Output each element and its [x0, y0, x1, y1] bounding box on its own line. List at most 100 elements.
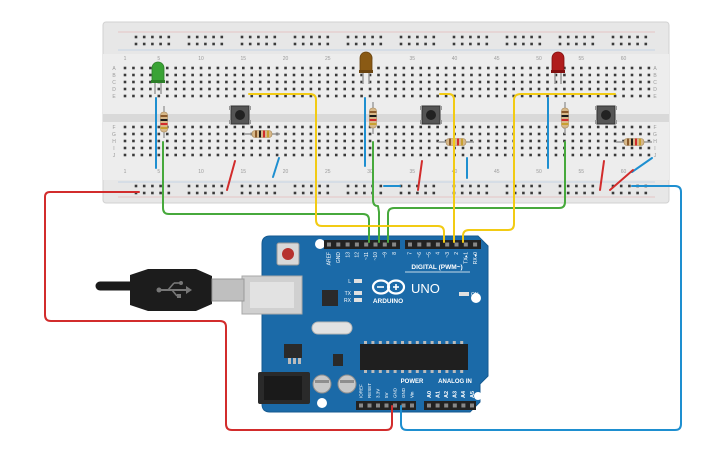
breadboard-hole [427, 66, 431, 70]
header-pin[interactable] [376, 403, 380, 408]
dc-power-jack-inner [264, 376, 302, 400]
breadboard-hole [149, 94, 152, 98]
breadboard-hole [529, 66, 532, 70]
header-pin[interactable] [408, 242, 412, 247]
wire-green-led2[interactable] [372, 141, 381, 243]
arduino-logo-text: ARDUINO [373, 298, 403, 305]
breadboard-hole [588, 146, 592, 150]
breadboard-hole [318, 80, 321, 84]
breadboard-hole [461, 73, 465, 77]
breadboard-hole [167, 184, 171, 188]
wire-red-jumper[interactable] [417, 160, 423, 191]
header-pin[interactable] [373, 242, 378, 247]
header-pin[interactable] [426, 242, 431, 247]
wire-red-jumper[interactable] [609, 169, 634, 191]
header-pin[interactable] [463, 242, 468, 247]
breadboard-hole [354, 42, 358, 46]
header-pin[interactable] [452, 403, 457, 408]
breadboard-hole [326, 35, 330, 39]
breadboard-hole [605, 66, 608, 70]
header-pin[interactable] [445, 242, 450, 247]
header-pin[interactable] [327, 242, 331, 247]
breadboard-hole [407, 191, 411, 195]
pushbutton-1[interactable] [229, 105, 251, 125]
resistor[interactable] [160, 106, 168, 138]
header-pin[interactable] [345, 242, 350, 247]
header-pin[interactable] [401, 403, 406, 408]
header-pin[interactable] [364, 242, 369, 247]
header-pin[interactable] [392, 242, 397, 247]
breadboard-hole [284, 132, 287, 136]
breadboard-hole [436, 125, 439, 129]
chip-pin [415, 370, 419, 373]
breadboard-hole [301, 94, 304, 98]
pin-label: Vin [410, 391, 415, 398]
usb-b-connector-inner [250, 282, 294, 308]
breadboard-hole [461, 146, 465, 150]
led-green[interactable] [151, 61, 165, 94]
header-pin[interactable] [473, 242, 478, 247]
breadboard-hole [199, 87, 203, 91]
breadboard-hole [461, 153, 465, 157]
header-pin[interactable] [435, 242, 440, 247]
wire-yellow-btn1[interactable] [248, 93, 445, 243]
breadboard-hole [478, 125, 482, 129]
breadboard-hole [596, 125, 600, 129]
header-pin[interactable] [354, 242, 359, 247]
header-pin[interactable] [470, 403, 474, 408]
header-pin[interactable] [359, 403, 363, 408]
led-amber[interactable] [359, 51, 373, 84]
header-pin[interactable] [435, 403, 440, 408]
header-pin[interactable] [393, 403, 397, 408]
led-red[interactable] [551, 51, 565, 84]
breadboard[interactable]: 1 5 10 15 20 25 30 35 40 45 50 55 60 151… [102, 21, 670, 204]
breadboard-hole [461, 94, 465, 98]
header-pin[interactable] [454, 242, 459, 247]
breadboard-hole [444, 80, 448, 84]
breadboard-hole [605, 125, 608, 129]
breadboard-hole [292, 66, 296, 70]
breadboard-hole [522, 191, 525, 195]
wire-yellow-btn2[interactable] [439, 93, 455, 243]
header-pin[interactable] [417, 242, 422, 247]
resistor[interactable] [244, 130, 280, 138]
header-pin[interactable] [336, 242, 341, 247]
breadboard-hole [258, 66, 262, 70]
usb-cable[interactable] [95, 269, 245, 311]
resistor[interactable] [616, 138, 652, 146]
wire-red-jumper[interactable] [226, 160, 236, 191]
wire-blue-5v[interactable] [400, 185, 682, 431]
header-pin[interactable] [410, 403, 414, 408]
breadboard-hole [470, 73, 473, 77]
resistor[interactable] [561, 102, 569, 134]
pushbutton-3[interactable] [595, 105, 617, 125]
breadboard-hole [257, 191, 260, 195]
wire-blue-jumper[interactable] [631, 157, 653, 173]
header-pin[interactable] [367, 403, 372, 408]
breadboard-hole [639, 153, 642, 157]
breadboard-hole [571, 153, 575, 157]
header-pin[interactable] [427, 403, 431, 408]
resistor[interactable] [438, 138, 474, 146]
breadboard-hole [647, 87, 651, 91]
breadboard-hole [505, 42, 509, 46]
wire-blue-jumper[interactable] [272, 157, 280, 178]
header-pin[interactable] [382, 242, 387, 247]
header-pin[interactable] [461, 403, 466, 408]
wire-red-jumper[interactable] [599, 160, 605, 191]
wire-green-led1[interactable] [162, 141, 370, 243]
breadboard-hole [258, 87, 262, 91]
breadboard-hole [444, 153, 448, 157]
breadboard-hole [385, 94, 389, 98]
breadboard-hole [132, 87, 135, 91]
breadboard-hole [225, 80, 228, 84]
arduino-uno-board[interactable]: AREF GND 13 12 ~11 ~10 ~9 8 7 ~6 ~5 4 ~3… [241, 235, 489, 413]
header-pin[interactable] [444, 403, 449, 408]
wire-yellow-btn3[interactable] [462, 93, 616, 243]
header-pin[interactable] [384, 403, 389, 408]
pushbutton-2[interactable] [420, 105, 442, 125]
wire-green-led3[interactable] [387, 141, 566, 243]
resistor[interactable] [369, 102, 377, 134]
wire-red-gnd[interactable] [44, 191, 393, 431]
breadboard-hole [157, 125, 161, 129]
